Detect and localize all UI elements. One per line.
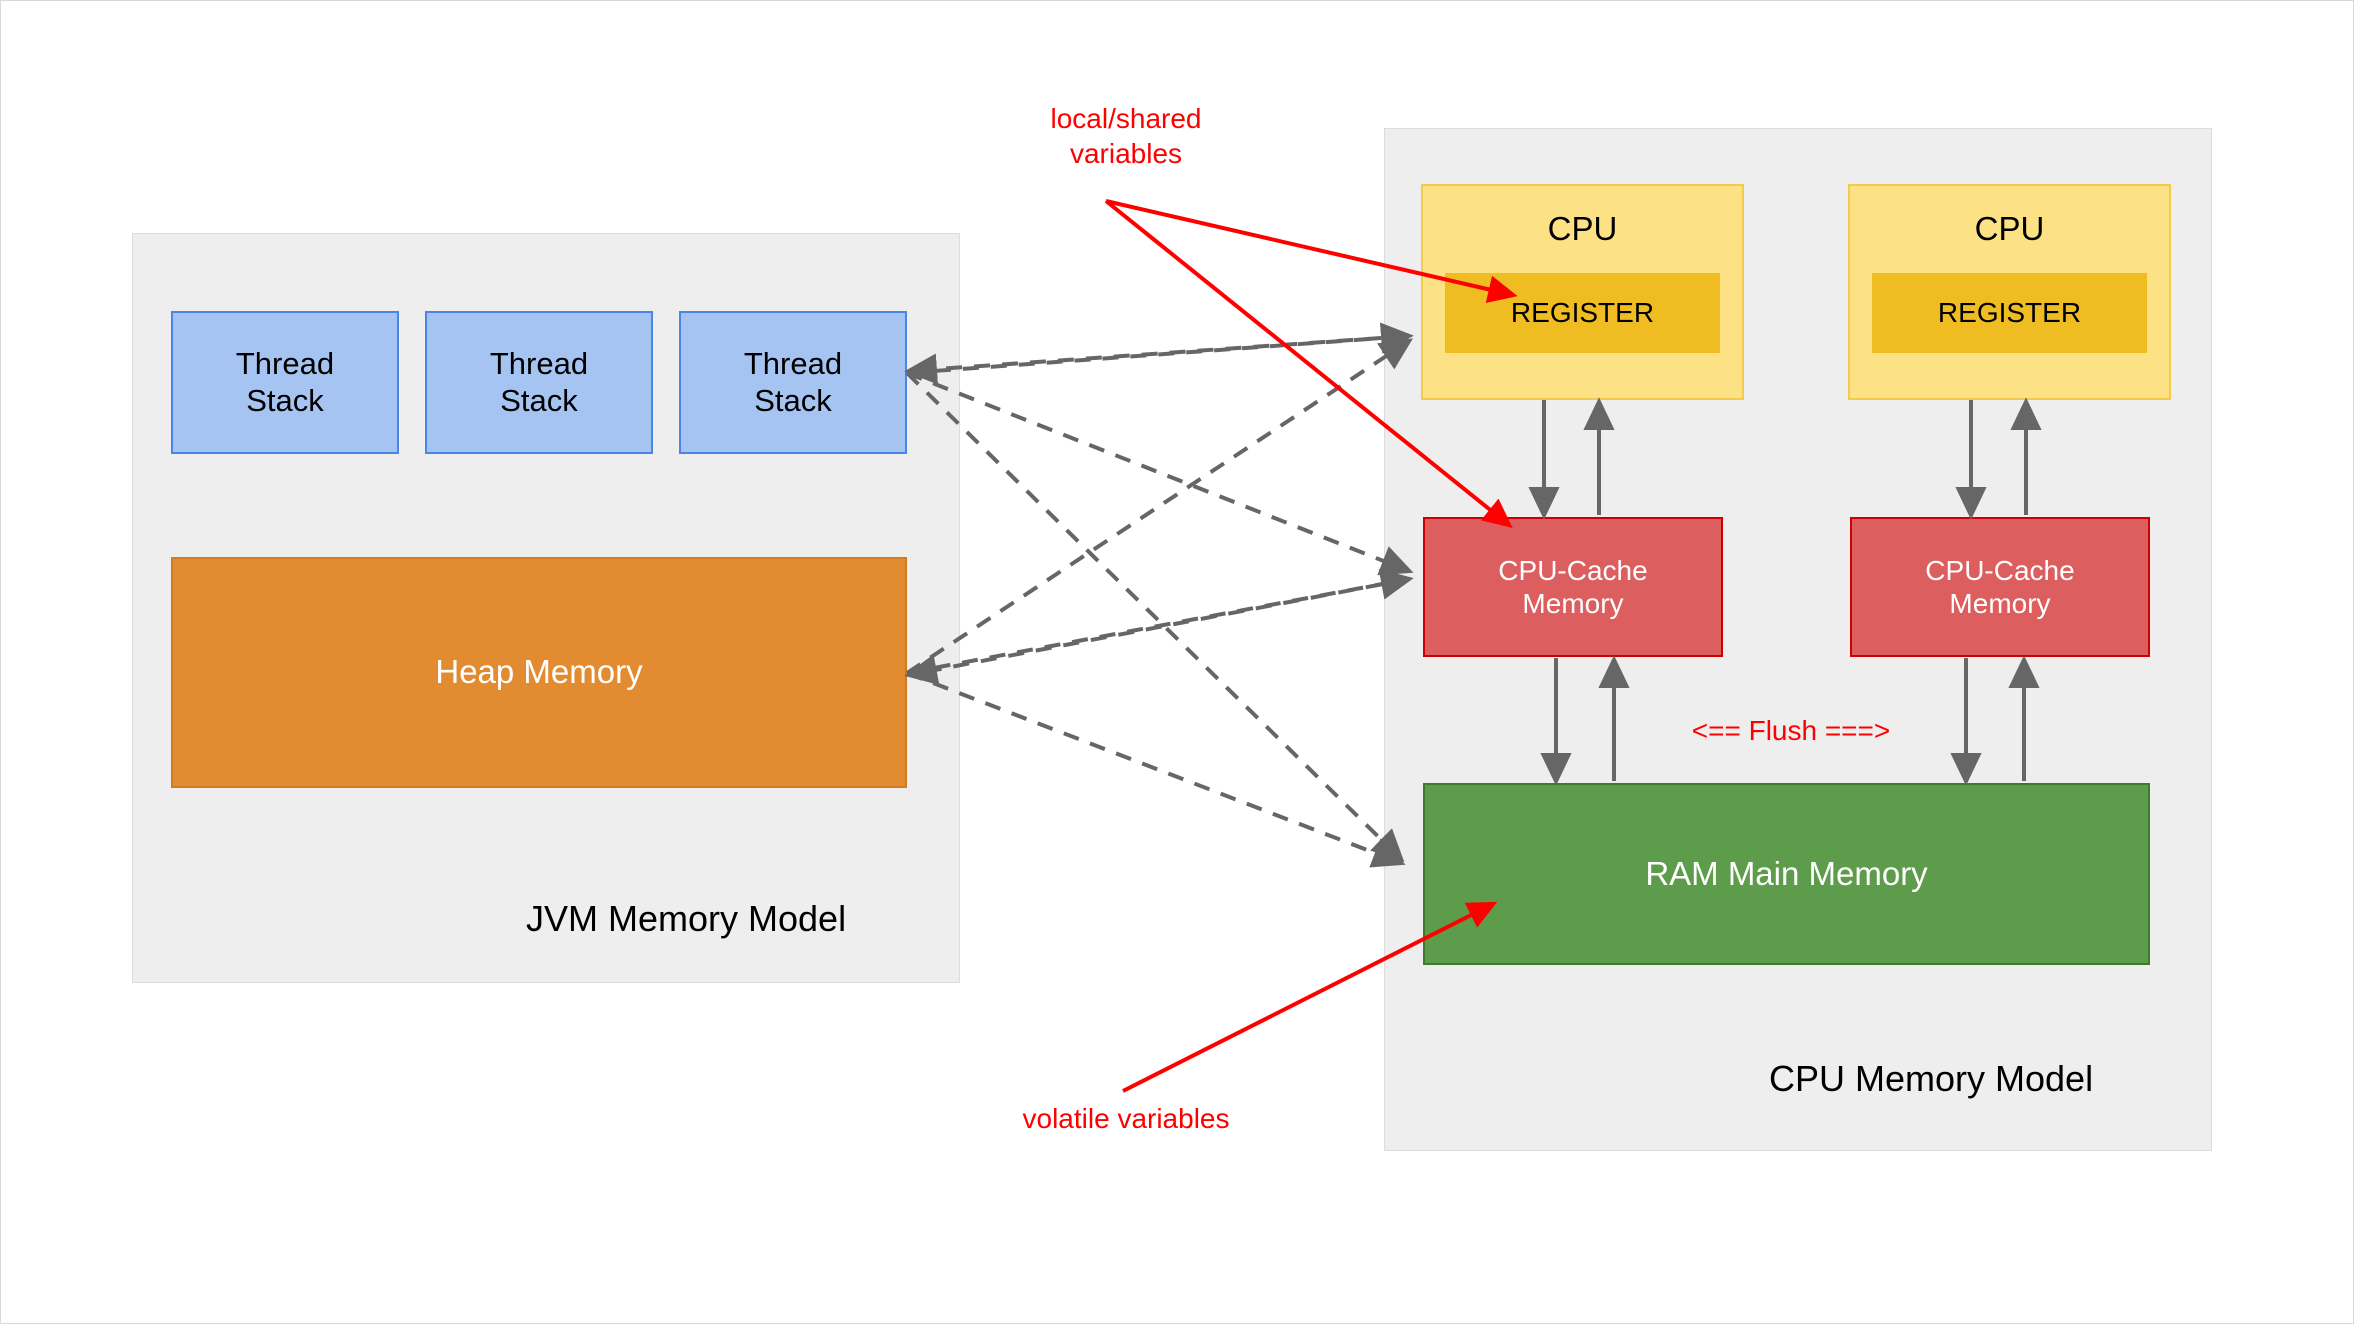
cpu-memory-model-caption: CPU Memory Model xyxy=(1769,1058,2094,1099)
arrow-threadstack-to-register xyxy=(906,322,1414,375)
annotation-local-shared-variables: local/shared variables xyxy=(1050,103,1202,169)
cpu-cache-memory-box-2[interactable]: CPU-Cache Memory xyxy=(1850,517,2150,657)
arrow-heap-to-ram xyxy=(906,671,1406,868)
arrow-cache-to-heap xyxy=(904,577,1410,686)
dashed-return-group xyxy=(904,334,1410,686)
thread-stack-box-2[interactable]: Thread Stack xyxy=(425,311,653,454)
register-box-1[interactable]: REGISTER xyxy=(1445,273,1720,353)
annotation-flush-label: <== Flush ===> xyxy=(1691,715,1891,746)
arrow-heap-to-register xyxy=(905,338,1414,675)
cpu-box-2[interactable]: CPU REGISTER xyxy=(1848,184,2171,400)
ram-main-memory-box[interactable]: RAM Main Memory xyxy=(1423,783,2150,965)
annotation-volatile-variables: volatile variables xyxy=(1022,1103,1230,1134)
arrow-register-to-threadstack xyxy=(904,334,1410,385)
register-box-2[interactable]: REGISTER xyxy=(1872,273,2147,353)
thread-stack-box-1[interactable]: Thread Stack xyxy=(171,311,399,454)
cpu-box-1[interactable]: CPU REGISTER xyxy=(1421,184,1744,400)
arrow-heap-to-cache xyxy=(906,568,1414,675)
jvm-memory-model-caption: JVM Memory Model xyxy=(526,898,847,939)
thread-stack-box-3[interactable]: Thread Stack xyxy=(679,311,907,454)
cpu-cache-memory-box-1[interactable]: CPU-Cache Memory xyxy=(1423,517,1723,657)
cpu-label-1: CPU xyxy=(1547,210,1618,247)
heap-memory-box[interactable]: Heap Memory xyxy=(171,557,907,788)
dashed-connector-group xyxy=(905,322,1414,868)
arrow-threadstack-to-cache xyxy=(906,371,1414,576)
arrow-threadstack-to-ram xyxy=(905,371,1405,863)
cpu-label-2: CPU xyxy=(1974,210,2045,247)
